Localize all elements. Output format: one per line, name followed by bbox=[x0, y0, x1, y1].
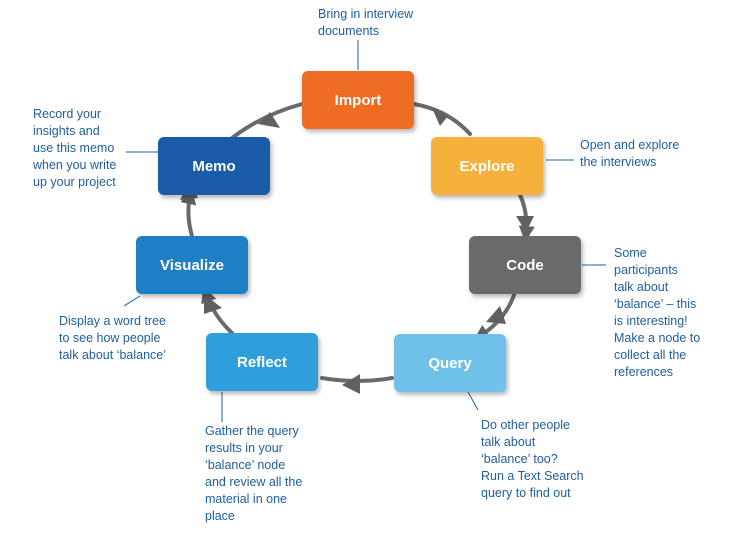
arrowhead-memo-import bbox=[258, 112, 280, 128]
note-visualize: Display a word tree to see how people ta… bbox=[59, 314, 167, 362]
arrowhead-query-reflect bbox=[342, 374, 360, 394]
note-explore: Open and explore the interviews bbox=[580, 138, 680, 169]
step-import: Import bbox=[302, 71, 414, 129]
note-import: Bring in interview documents bbox=[318, 7, 414, 38]
step-memo: Memo bbox=[158, 137, 270, 195]
leader-query bbox=[467, 391, 479, 411]
step-explore: Explore bbox=[431, 137, 543, 195]
arrowhead-import-explore bbox=[432, 108, 448, 126]
arrow-visualize-to-memo bbox=[180, 188, 197, 238]
arrowhead-code-query bbox=[486, 306, 506, 324]
step-query: Query bbox=[394, 334, 506, 392]
arrowhead-explore-code bbox=[516, 216, 534, 232]
note-query: Do other people talk about ‘balance’ too… bbox=[481, 418, 584, 500]
note-memo: Record your insights and use this memo w… bbox=[33, 107, 117, 189]
note-reflect: Gather the query results in your ‘balanc… bbox=[205, 424, 303, 523]
leader-visualize bbox=[123, 295, 141, 307]
note-code: Some participants talk about ‘balance’ –… bbox=[614, 246, 701, 379]
step-code: Code bbox=[469, 236, 581, 294]
arrowhead-reflect-visualize bbox=[204, 294, 222, 314]
step-visualize: Visualize bbox=[136, 236, 248, 294]
step-reflect: Reflect bbox=[206, 333, 318, 391]
